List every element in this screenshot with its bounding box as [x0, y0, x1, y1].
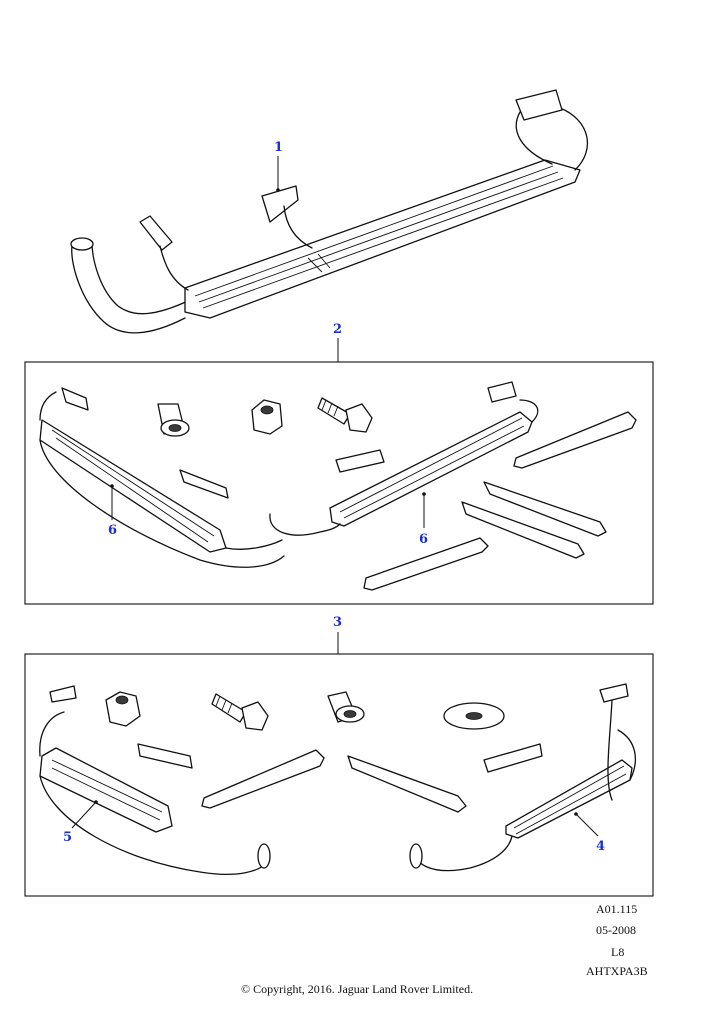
bolt-shank: [317, 397, 351, 425]
leader-item-6b-dot: [422, 492, 426, 496]
leader-item-1-dot: [276, 188, 280, 192]
stay-1: [513, 411, 637, 469]
callout-item-4: 4: [596, 839, 605, 854]
bolt-3-thread: [215, 695, 233, 714]
step-4-bracket-b: [483, 743, 543, 773]
step-4-leg: [607, 699, 613, 801]
right-step-board: [329, 411, 533, 527]
left-tube-end: [70, 237, 94, 251]
left-step-bracket-b: [179, 469, 229, 499]
kit-3-stay-left: [201, 749, 325, 809]
revision-date: 05-2008: [596, 923, 636, 937]
step-4-tube-top: [617, 729, 636, 781]
bracket-right: [515, 89, 563, 121]
step-5-bracket-b: [137, 743, 193, 769]
right-tube-outer: [515, 111, 553, 165]
ref-code: A01.115: [596, 902, 637, 916]
step-4-tube-end: [409, 843, 423, 869]
hex-nut-body: [251, 399, 283, 435]
callout-item-6b: 6: [419, 532, 428, 547]
left-step-tube-front: [39, 439, 285, 568]
bracket-middle-leg: [283, 205, 313, 249]
step-5-pattern: [51, 759, 163, 821]
right-step-pattern: [339, 417, 525, 519]
left-step-pattern: [51, 429, 215, 543]
leader-item-5: [71, 801, 97, 829]
callout-item-1: 1: [274, 140, 283, 155]
kit-2-hex-nut: [251, 399, 283, 435]
step-4-tube: [414, 835, 513, 872]
stay-4: [363, 537, 489, 591]
right-step-tube: [269, 513, 341, 536]
hex-nut-3-hole: [115, 695, 129, 705]
kit-3-frame: [24, 653, 654, 897]
callout-item-5: 5: [63, 830, 72, 845]
kit-3-stay-right: [347, 755, 467, 813]
bolt-head: [345, 403, 373, 433]
right-step-bracket-b: [335, 449, 385, 473]
callout-item-6a: 6: [108, 523, 117, 538]
step-5-bracket-a: [49, 685, 77, 703]
stay-2: [483, 481, 607, 537]
kit-2-bolt: [317, 397, 373, 433]
step-4-bracket-a: [599, 683, 629, 703]
right-step-tube-back: [519, 399, 539, 423]
bolt-3-shank: [211, 693, 247, 723]
step-4-pattern: [513, 765, 627, 835]
level-code: L8: [611, 945, 624, 959]
step-groove-3: [202, 177, 564, 309]
leader-item-4-dot: [574, 812, 578, 816]
right-tube-back: [559, 107, 589, 171]
left-step-tube-back: [225, 539, 283, 550]
bracket-middle: [261, 185, 299, 223]
left-tube-outer: [71, 245, 186, 334]
side-step-assembly: 1: [70, 89, 589, 334]
copyright-notice: © Copyright, 2016. Jaguar Land Rover Lim…: [241, 982, 473, 996]
bolt-thread: [321, 399, 339, 417]
bolt-3-head: [241, 701, 269, 731]
step-joint: [307, 253, 331, 273]
kit-2-frame: [24, 361, 654, 605]
step-5-tube-top: [39, 711, 65, 757]
kit-3: 3 5: [24, 615, 654, 897]
hex-nut-hole: [260, 405, 274, 415]
left-tube-inner: [91, 241, 191, 315]
right-step-bracket-a: [487, 381, 517, 403]
illustration-id: AHTXPA3B: [586, 964, 648, 978]
callout-item-3: 3: [333, 615, 342, 630]
step-5-board: [39, 747, 173, 833]
hex-nut-3-body: [105, 691, 141, 727]
insert-nut-hole: [168, 424, 182, 432]
stay-3: [461, 501, 585, 559]
kit-3-washer: [443, 702, 505, 730]
step-groove-2: [198, 171, 559, 303]
insert-nut-3-hole: [343, 710, 357, 718]
kit-2-right-step: [269, 381, 539, 536]
kit-3-hex-nut: [105, 691, 141, 727]
illustration-metadata: A01.115 05-2008 L8 AHTXPA3B © Copyright,…: [241, 902, 648, 996]
kit-3-bolt: [211, 693, 269, 731]
kit-3-insert-nut: [327, 691, 365, 723]
leader-item-6a-dot: [110, 484, 114, 488]
left-step-bracket-a: [61, 387, 89, 411]
kit-3-left-step: [39, 685, 271, 875]
kit-2: 2 6: [24, 322, 654, 605]
leader-item-4: [575, 813, 599, 837]
left-step-tube-top: [39, 391, 57, 421]
callout-item-2: 2: [333, 322, 342, 337]
leader-item-5-dot: [94, 800, 98, 804]
step-board: [184, 159, 581, 319]
step-groove-1: [194, 165, 554, 297]
step-5-tube-end: [257, 843, 271, 869]
kit-2-left-step: [39, 387, 285, 568]
bracket-left: [139, 215, 173, 251]
washer-hole: [465, 712, 483, 720]
kit-3-right-step: [409, 683, 636, 872]
bracket-left-leg: [159, 245, 189, 291]
kit-2-insert-nut: [157, 403, 190, 437]
step-5-tube: [39, 775, 269, 875]
